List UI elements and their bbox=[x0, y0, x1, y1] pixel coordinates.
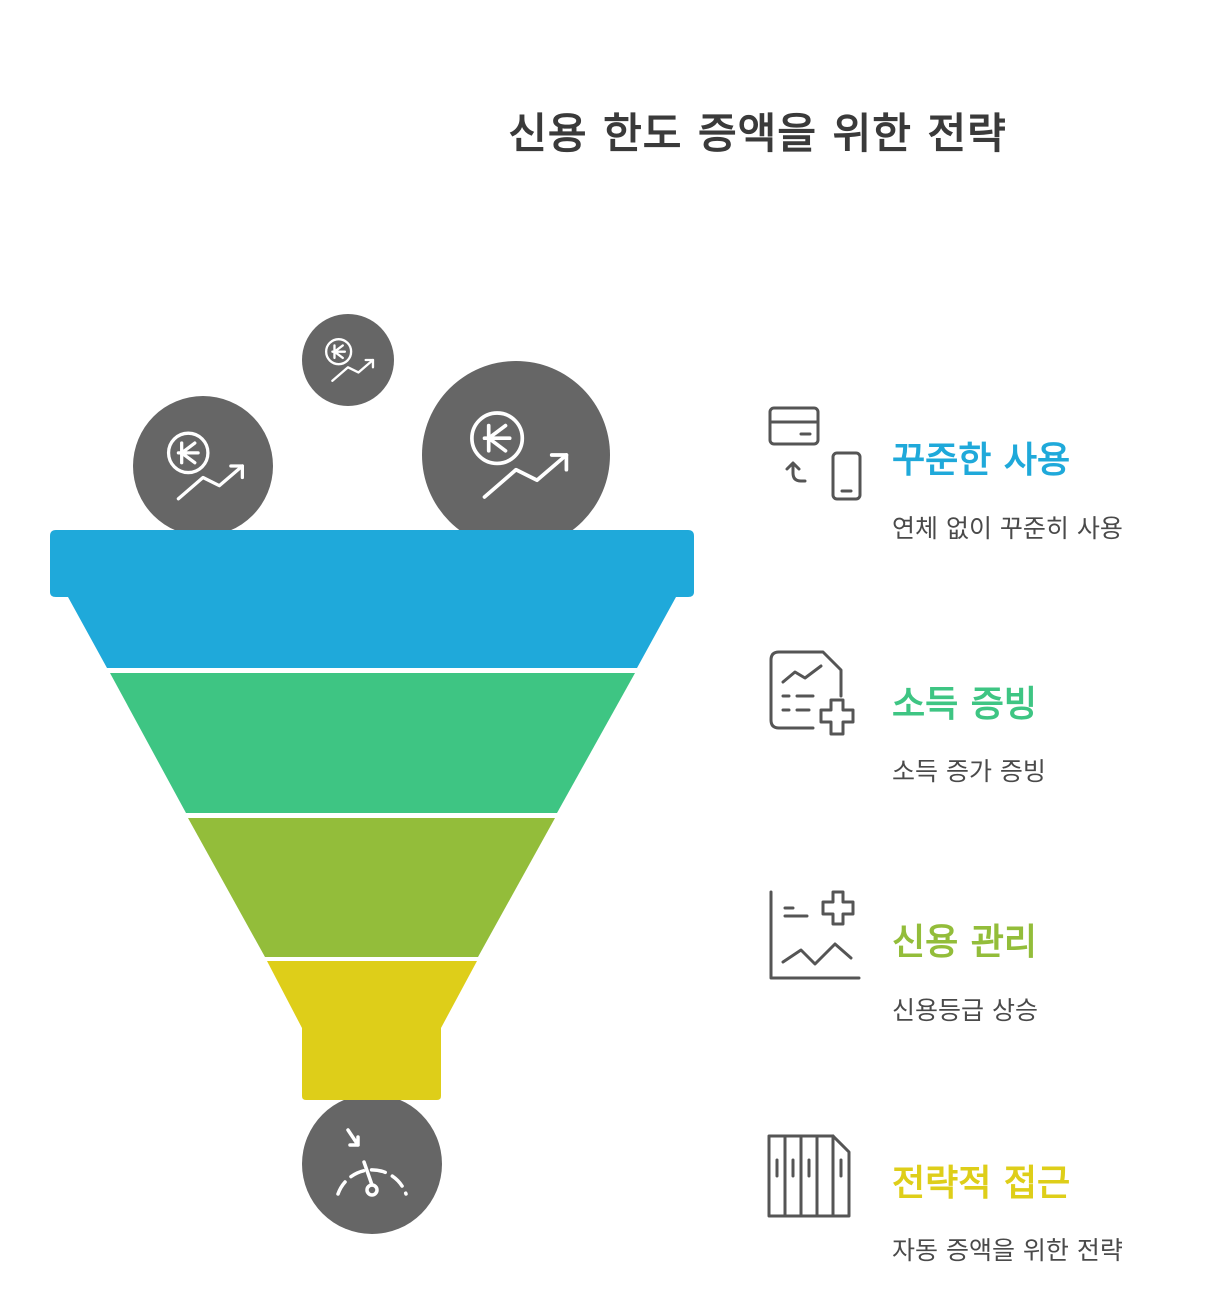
input-bubble-small bbox=[302, 314, 394, 406]
input-bubble-large bbox=[422, 361, 610, 549]
step-description: 소득 증가 증빙 bbox=[892, 757, 1046, 786]
step-description: 신용등급 상승 bbox=[892, 996, 1038, 1025]
step-income-proof: 소득 증빙 소득 증가 증빙 bbox=[765, 648, 1195, 798]
step-heading: 전략적 접근 bbox=[892, 1163, 1071, 1204]
gauge-icon bbox=[336, 1128, 408, 1197]
funnel-layer-1 bbox=[50, 530, 694, 668]
won-growth-icon bbox=[324, 338, 375, 382]
step-strategic-approach: 전략적 접근 자동 증액을 위한 전략 bbox=[765, 1130, 1195, 1280]
step-heading: 꾸준한 사용 bbox=[892, 440, 1071, 481]
step-credit-management: 신용 관리 신용등급 상승 bbox=[765, 888, 1195, 1038]
input-bubble-left bbox=[133, 396, 273, 536]
step-consistent-use: 꾸준한 사용 연체 없이 꾸준히 사용 bbox=[765, 403, 1195, 553]
card-to-phone-icon bbox=[768, 406, 862, 501]
chart-plus-icon bbox=[769, 890, 861, 980]
funnel-layer-4 bbox=[267, 961, 477, 1100]
step-description: 자동 증액을 위한 전략 bbox=[892, 1236, 1123, 1265]
step-heading: 소득 증빙 bbox=[892, 684, 1038, 725]
output-bubble bbox=[302, 1094, 442, 1234]
funnel-layer-2 bbox=[110, 673, 635, 813]
page-title: 신용 한도 증액을 위한 전략 bbox=[508, 109, 1007, 158]
step-description: 연체 없이 꾸준히 사용 bbox=[892, 514, 1123, 543]
won-growth-icon bbox=[166, 431, 244, 501]
won-growth-icon bbox=[470, 411, 569, 499]
document-plus-icon bbox=[769, 650, 855, 736]
step-heading: 신용 관리 bbox=[892, 922, 1038, 963]
funnel-layer-3 bbox=[188, 818, 555, 957]
books-icon bbox=[767, 1134, 851, 1218]
